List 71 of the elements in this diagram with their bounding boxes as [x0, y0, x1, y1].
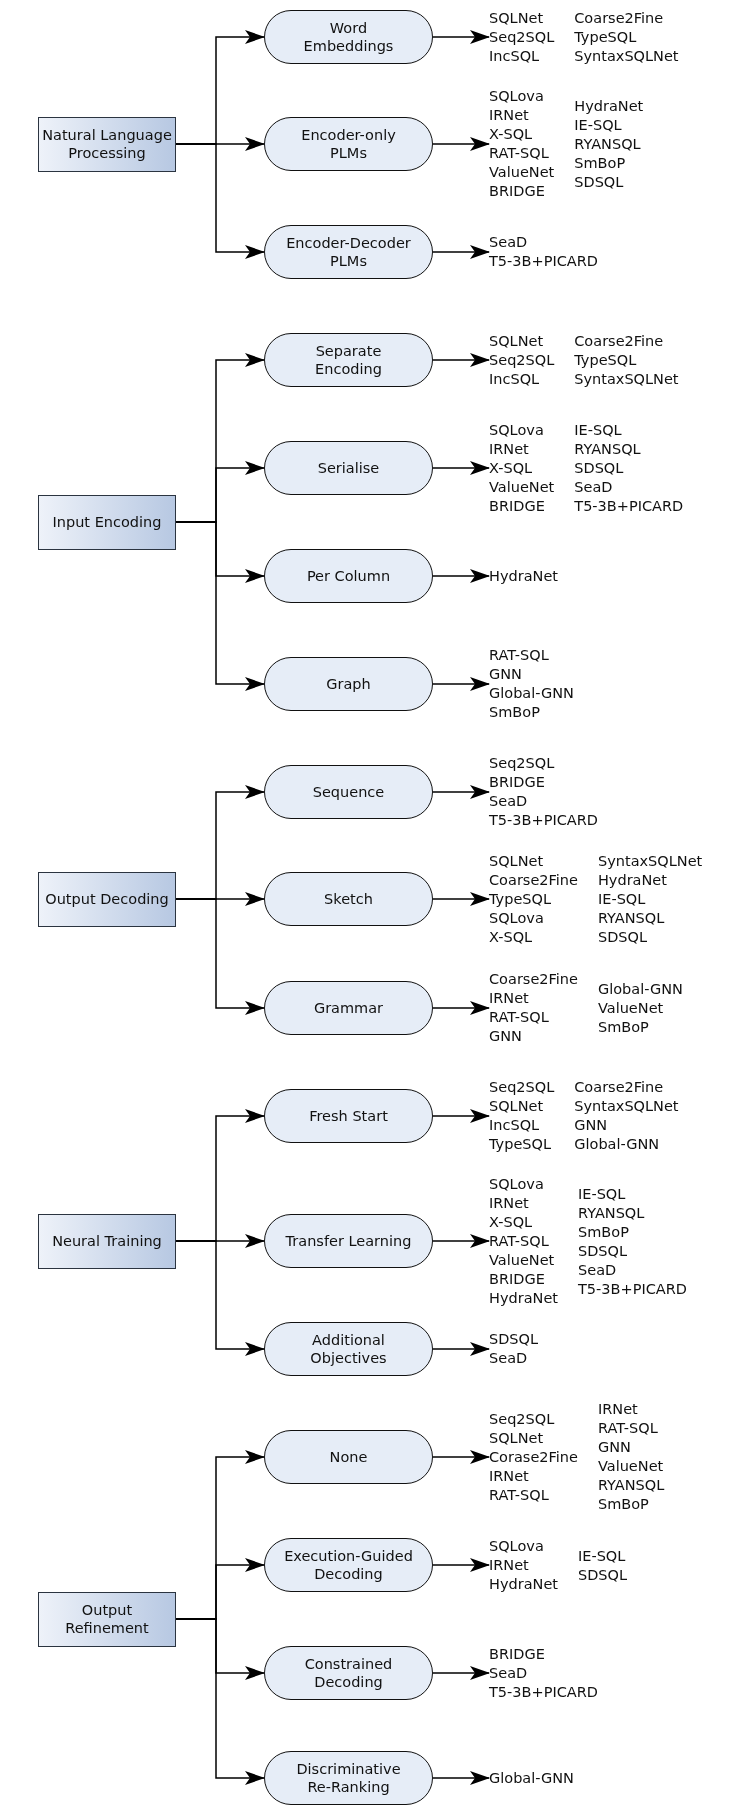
model-name-list: RAT-SQL GNN Global-GNN SmBoP — [489, 646, 574, 722]
model-name-list: SQLova IRNet HydraNet — [489, 1536, 558, 1594]
subcategory-pill: Separate Encoding — [264, 333, 433, 387]
arrow — [432, 1109, 490, 1123]
subcategory-pill: Encoder-Decoder PLMs — [264, 225, 433, 279]
arrow — [432, 1234, 490, 1248]
arrow — [432, 677, 490, 691]
model-name-list: Seq2SQL BRIDGE SeaD T5-3B+PICARD — [489, 754, 598, 830]
arrow — [432, 353, 490, 367]
category-box: Output Decoding — [38, 871, 176, 927]
subcategory-pill: Sequence — [264, 765, 433, 819]
arrow — [432, 1450, 490, 1464]
subcategory-pill: Word Embeddings — [264, 10, 433, 64]
arrow — [432, 1666, 490, 1680]
model-name-list: Seq2SQL SQLNet Corase2Fine IRNet RAT-SQL — [489, 1409, 578, 1505]
model-name-list: HydraNet — [489, 566, 558, 586]
subcategory-pill: Execution-Guided Decoding — [264, 1538, 433, 1592]
arrow — [432, 137, 490, 151]
model-name-list: SeaD T5-3B+PICARD — [489, 233, 598, 271]
arrow — [432, 892, 490, 906]
model-name-list: SQLova IRNet X-SQL RAT-SQL ValueNet BRIDGE — [489, 87, 555, 201]
subcategory-pill: Discriminative Re-Ranking — [264, 1751, 433, 1805]
arrow — [432, 461, 490, 475]
category-box: Neural Training — [38, 1213, 176, 1269]
model-name-list: Global-GNN — [489, 1768, 574, 1788]
model-name-list: Coarse2Fine IRNet RAT-SQL GNN — [489, 970, 578, 1046]
model-name-list: Coarse2Fine SyntaxSQLNet GNN Global-GNN — [574, 1078, 679, 1154]
model-name-list: SQLNet Seq2SQL IncSQL — [489, 331, 555, 389]
model-name-list: SQLNet Seq2SQL IncSQL — [489, 8, 555, 66]
arrow — [432, 569, 490, 583]
subcategory-pill: Grammar — [264, 981, 433, 1035]
category-box: Output Refinement — [38, 1591, 176, 1647]
model-name-list: Seq2SQL SQLNet IncSQL TypeSQL — [489, 1078, 555, 1154]
model-name-list: Coarse2Fine TypeSQL SyntaxSQLNet — [574, 8, 679, 66]
subcategory-pill: Per Column — [264, 549, 433, 603]
model-name-list: SDSQL SeaD — [489, 1330, 539, 1368]
subcategory-pill: Fresh Start — [264, 1089, 433, 1143]
model-name-list: SQLova IRNet X-SQL RAT-SQL ValueNet BRIDGE HydraNet — [489, 1174, 558, 1308]
subcategory-pill: Additional Objectives — [264, 1322, 433, 1376]
arrow — [432, 1342, 490, 1356]
model-name-list: IE-SQL SDSQL — [578, 1546, 628, 1584]
arrow — [432, 1558, 490, 1572]
model-name-list: BRIDGE SeaD T5-3B+PICARD — [489, 1644, 598, 1702]
subcategory-pill: Transfer Learning — [264, 1214, 433, 1268]
arrow — [175, 1240, 265, 1356]
subcategory-pill: Sketch — [264, 872, 433, 926]
model-name-list: IRNet RAT-SQL GNN ValueNet RYANSQL SmBoP — [597, 1400, 665, 1514]
subcategory-pill: Serialise — [264, 441, 433, 495]
category-box: Input Encoding — [38, 494, 176, 550]
subcategory-pill: None — [264, 1430, 433, 1484]
arrow — [432, 245, 490, 259]
subcategory-pill: Encoder-only PLMs — [264, 117, 433, 171]
arrow — [432, 1771, 490, 1785]
model-name-list: Coarse2Fine TypeSQL SyntaxSQLNet — [574, 331, 679, 389]
arrow — [432, 30, 490, 44]
model-name-list: IE-SQL RYANSQL SmBoP SDSQL SeaD T5-3B+PICARD — [578, 1184, 687, 1298]
arrow — [175, 898, 265, 1015]
arrow — [432, 1001, 490, 1015]
model-name-list: HydraNet IE-SQL RYANSQL SmBoP SDSQL — [574, 96, 644, 192]
model-name-list: SQLova IRNet X-SQL ValueNet BRIDGE — [489, 420, 555, 516]
arrow — [432, 785, 490, 799]
model-name-list: IE-SQL RYANSQL SDSQL SeaD T5-3B+PICARD — [574, 420, 684, 516]
model-name-list: SQLNet Coarse2Fine TypeSQL SQLova X-SQL — [489, 851, 578, 947]
arrow — [175, 521, 265, 691]
model-name-list: SyntaxSQLNet HydraNet IE-SQL RYANSQL SDSQL — [597, 851, 703, 947]
category-box: Natural Language Processing — [38, 116, 176, 172]
subcategory-pill: Constrained Decoding — [264, 1646, 433, 1700]
arrow — [175, 1618, 265, 1785]
model-name-list: Global-GNN ValueNet SmBoP — [597, 979, 683, 1037]
subcategory-pill: Graph — [264, 657, 433, 711]
arrow — [175, 143, 265, 259]
